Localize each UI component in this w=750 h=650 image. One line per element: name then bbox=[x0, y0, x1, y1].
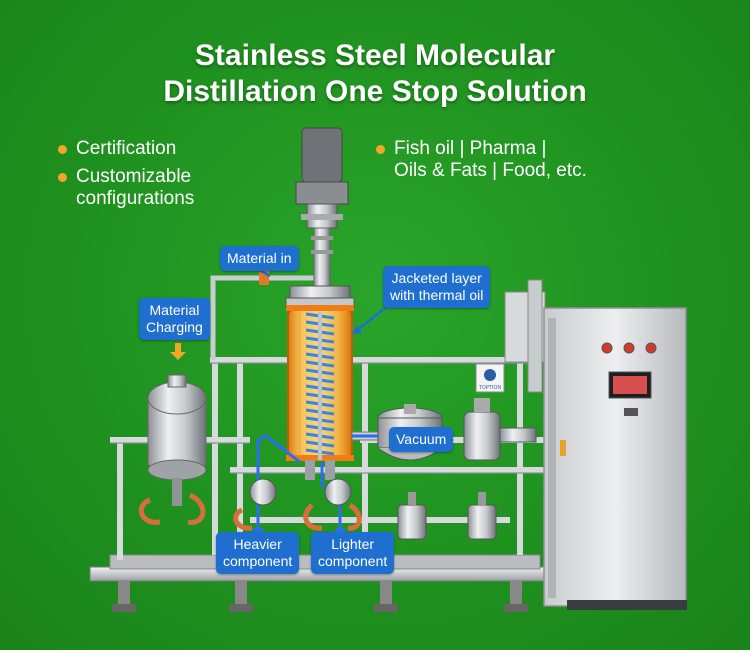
gauge-panel bbox=[504, 279, 546, 393]
callout-jacketed-layer: Jacketed layer with thermal oil bbox=[383, 266, 491, 308]
feature-list-left: Certification Customizable configuration… bbox=[58, 138, 194, 216]
brand-plate: TOPTION bbox=[475, 363, 505, 393]
title-line-2: Distillation One Stop Solution bbox=[163, 75, 587, 108]
brand-plate-text: TOPTION bbox=[479, 385, 502, 391]
cold-traps bbox=[233, 478, 362, 531]
feature-applications: Fish oil | Pharma | Oils & Fats | Food, … bbox=[376, 138, 587, 182]
feature-customizable: Customizable configurations bbox=[58, 166, 194, 210]
title-line-1: Stainless Steel Molecular bbox=[194, 39, 556, 72]
jacket-pointer-head bbox=[352, 325, 362, 334]
feature-certification: Certification bbox=[58, 138, 194, 160]
column-head bbox=[285, 285, 355, 309]
callout-material-charging: Material Charging bbox=[139, 298, 210, 340]
callout-lighter-component: Lighter component bbox=[311, 532, 395, 574]
charging-vessel bbox=[138, 374, 207, 525]
feature-list-right: Fish oil | Pharma | Oils & Fats | Food, … bbox=[376, 138, 587, 188]
callout-vacuum: Vacuum bbox=[389, 427, 454, 452]
page-title: Stainless Steel Molecular Distillation O… bbox=[0, 38, 750, 110]
feed-valve bbox=[259, 271, 269, 285]
control-cabinet bbox=[543, 307, 687, 610]
drive-motor bbox=[295, 127, 349, 289]
callout-material-in: Material in bbox=[220, 246, 299, 271]
column-shaft bbox=[318, 312, 322, 460]
charging-arrow bbox=[170, 343, 186, 360]
callout-heavier-component: Heavier component bbox=[216, 532, 300, 574]
